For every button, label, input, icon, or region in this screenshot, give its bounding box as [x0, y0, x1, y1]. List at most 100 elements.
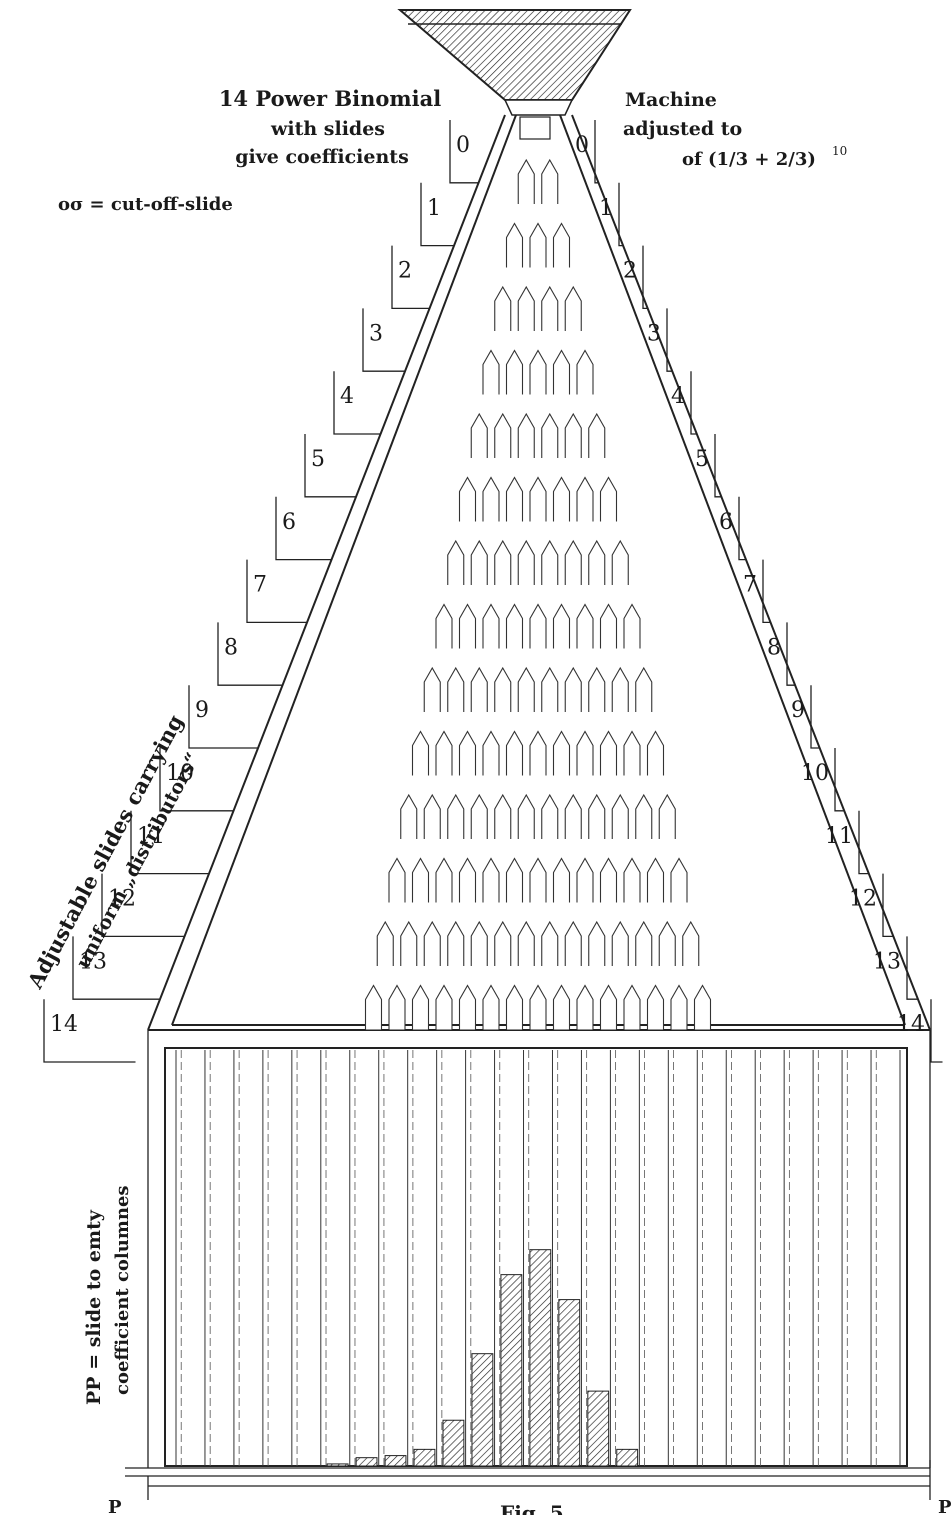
distributor-peg [588, 412, 606, 458]
distributor-peg [470, 793, 488, 839]
distributor-peg [588, 666, 606, 712]
distributor-peg [529, 349, 547, 395]
distributor-peg [541, 920, 559, 966]
row-number-left: 10 [166, 761, 194, 786]
distributor-peg [611, 793, 629, 839]
distributor-peg [646, 857, 665, 903]
distributor-peg [423, 920, 441, 966]
distributor-peg [517, 412, 535, 458]
figure-caption: Fig. 5. [500, 1501, 571, 1515]
row-number-left: 5 [311, 447, 325, 472]
coefficient-column-fill [355, 1457, 378, 1467]
coefficient-column-fill [326, 1463, 349, 1467]
distributor-peg [458, 603, 477, 649]
distributor-peg [447, 793, 465, 839]
distributor-peg [541, 158, 559, 204]
distributor-peg [400, 793, 418, 839]
row-number-left: 11 [137, 824, 165, 849]
distributor-peg [505, 222, 524, 268]
coefficient-column-fill [413, 1448, 436, 1467]
row-number-right: 8 [767, 635, 781, 660]
distributor-peg [494, 412, 512, 458]
distributor-peg [564, 793, 582, 839]
distributor-peg [435, 984, 453, 1030]
distributor-peg [529, 857, 547, 903]
coefficient-column-fill [558, 1299, 581, 1467]
distributor-peg [388, 857, 406, 903]
distributor-peg [541, 539, 559, 585]
distributor-peg [482, 349, 500, 395]
distributor-peg [505, 984, 524, 1030]
row-number-right: 13 [873, 949, 901, 974]
coefficient-column-fill [587, 1390, 610, 1467]
row-number-right: 5 [695, 447, 709, 472]
distributor-peg [482, 857, 500, 903]
distributor-peg [588, 539, 606, 585]
distributor-peg [411, 857, 430, 903]
distributor-peg [576, 984, 594, 1030]
row-number-right: 9 [791, 698, 805, 723]
distributor-peg [576, 857, 594, 903]
distributor-peg [599, 984, 618, 1030]
distributor-peg [623, 984, 641, 1030]
distributor-peg [517, 285, 535, 331]
distributor-peg [517, 920, 535, 966]
distributor-peg [670, 984, 688, 1030]
row-number-right: 7 [743, 573, 757, 598]
row-number-left: 8 [224, 635, 238, 660]
distributor-peg [541, 412, 559, 458]
distributor-peg [611, 666, 629, 712]
cutoff-label: oσ = cut-off-slide [58, 194, 233, 215]
row-number-right: 2 [623, 259, 637, 284]
distributor-peg [576, 603, 594, 649]
distributor-peg [435, 857, 453, 903]
distributor-peg [588, 793, 606, 839]
distributor-peg [564, 539, 582, 585]
distributor-peg [552, 984, 571, 1030]
row-number-right: 14 [897, 1012, 925, 1037]
distributor-peg [635, 920, 653, 966]
distributor-peg [505, 857, 524, 903]
distributor-peg [482, 603, 500, 649]
distributor-peg [552, 222, 571, 268]
row-number-left: 3 [369, 321, 383, 346]
distributor-peg [494, 539, 512, 585]
row-number-left: 14 [50, 1012, 78, 1037]
machine-exponent: 10 [832, 144, 847, 158]
distributor-peg [400, 920, 418, 966]
distributor-peg [576, 349, 594, 395]
coefficient-column-fill [471, 1353, 494, 1467]
distributor-peg [470, 666, 488, 712]
row-number-left: 4 [340, 384, 354, 409]
distributor-peg [505, 730, 524, 776]
distributor-peg [494, 666, 512, 712]
distributor-peg [458, 730, 477, 776]
distributor-peg [658, 920, 676, 966]
coefficient-column-fill [616, 1448, 639, 1467]
distributor-peg [564, 285, 582, 331]
distributor-peg [646, 730, 665, 776]
distributor-peg [635, 793, 653, 839]
row-number-right: 10 [801, 761, 829, 786]
distributor-peg [646, 984, 665, 1030]
distributor-peg [470, 539, 488, 585]
distributor-peg [494, 285, 512, 331]
distributor-peg [435, 730, 453, 776]
distributor-peg [623, 603, 641, 649]
pp-label-1: PP = slide to emty [83, 1209, 105, 1405]
distributor-peg [447, 920, 465, 966]
distributor-peg [423, 666, 441, 712]
distributor-peg [505, 476, 524, 522]
distributor-peg [482, 730, 500, 776]
distributor-peg [447, 539, 465, 585]
distributor-peg [411, 984, 430, 1030]
distributor-peg [529, 984, 547, 1030]
distributor-peg [576, 730, 594, 776]
row-number-right: 12 [849, 887, 877, 912]
distributor-peg [517, 539, 535, 585]
distributor-peg [494, 920, 512, 966]
distributor-peg [517, 666, 535, 712]
distributor-peg [529, 603, 547, 649]
